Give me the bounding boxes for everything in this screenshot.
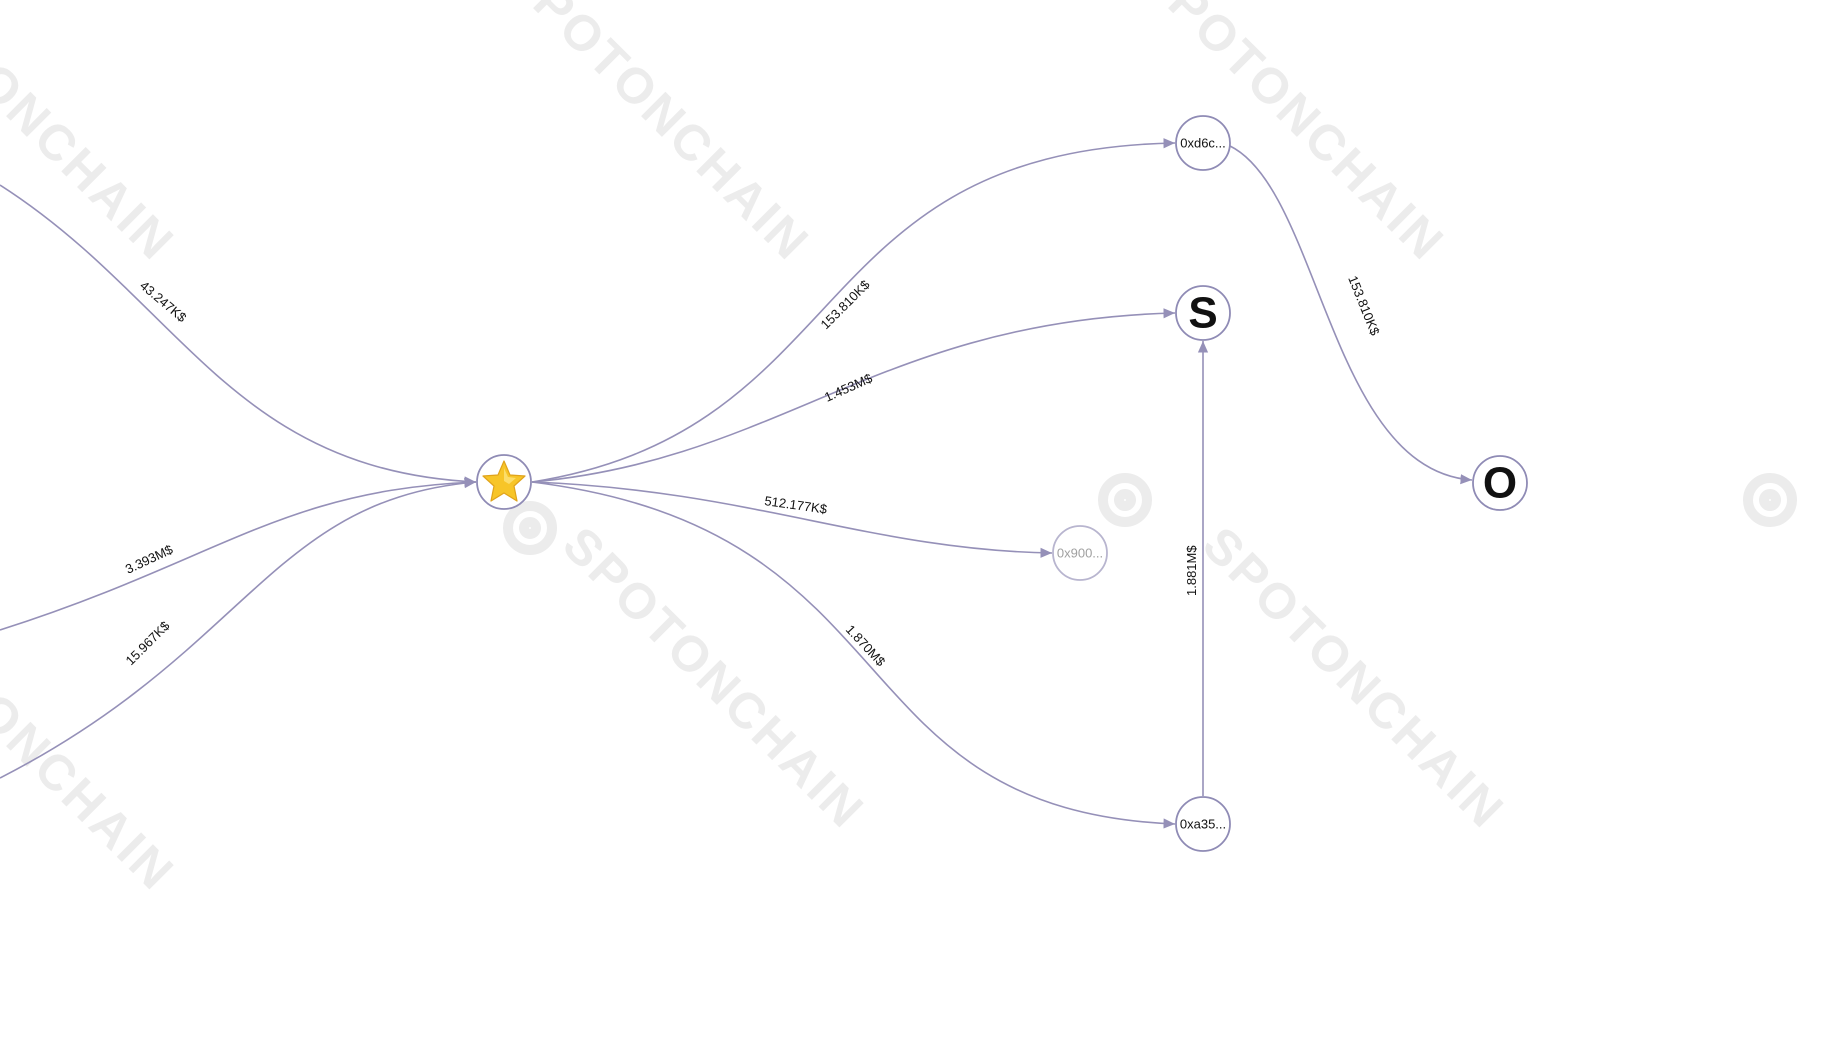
watermark-logo-icon	[503, 501, 557, 555]
node-label: S	[1188, 289, 1217, 338]
edges-layer	[0, 138, 1473, 829]
node-circle	[1052, 525, 1108, 581]
node-d6c[interactable]: 0xd6c...	[1175, 115, 1231, 171]
edge-label-a35-to-s: 1.881M$	[1184, 545, 1199, 596]
watermark: SPOTONCHAIN	[552, 516, 876, 840]
node-center[interactable]	[476, 454, 532, 510]
node-circle	[1472, 455, 1528, 511]
node-a35[interactable]: 0xa35...	[1175, 796, 1231, 852]
edge-in-bot[interactable]	[0, 477, 477, 779]
watermark-logo-icon	[1098, 473, 1152, 527]
watermark-layer: SPOTONCHAIN SPOTONCHAIN SPOTONCHAIN SPOT…	[0, 0, 1797, 902]
node-circle	[1175, 796, 1231, 852]
edge-label-in-top: 43.247K$	[137, 278, 190, 326]
edge-d6c-to-o[interactable]	[1229, 145, 1473, 485]
edge-label-in-bot: 15.967K$	[123, 618, 174, 669]
node-label: 0xa35...	[1180, 817, 1226, 832]
edge-to-900[interactable]	[531, 481, 1053, 558]
node-s[interactable]: S	[1175, 285, 1231, 341]
edge-label-to-s: 1.453M$	[822, 370, 875, 405]
node-circle	[1175, 115, 1231, 171]
watermark: SPOTONCHAIN	[497, 0, 821, 272]
edge-label-d6c-to-o: 153.810K$	[1345, 274, 1383, 339]
edge-to-d6c[interactable]	[531, 138, 1176, 483]
edge-to-a35[interactable]	[531, 481, 1176, 829]
node-label: 0x900...	[1057, 546, 1103, 561]
watermark-logo-icon	[1743, 473, 1797, 527]
node-circle	[1175, 285, 1231, 341]
watermark: SPOTONCHAIN	[0, 0, 186, 272]
watermark: SPOTONCHAIN	[1192, 516, 1516, 840]
node-o[interactable]: O	[1472, 455, 1528, 511]
edge-in-mid[interactable]	[0, 477, 477, 631]
node-label: O	[1483, 459, 1517, 508]
star-highlight	[504, 468, 516, 484]
edge-label-in-mid: 3.393M$	[123, 541, 176, 576]
node-900[interactable]: 0x900...	[1052, 525, 1108, 581]
edge-in-top[interactable]	[0, 184, 477, 487]
node-label: 0xd6c...	[1180, 136, 1226, 151]
edge-to-s[interactable]	[531, 308, 1176, 483]
